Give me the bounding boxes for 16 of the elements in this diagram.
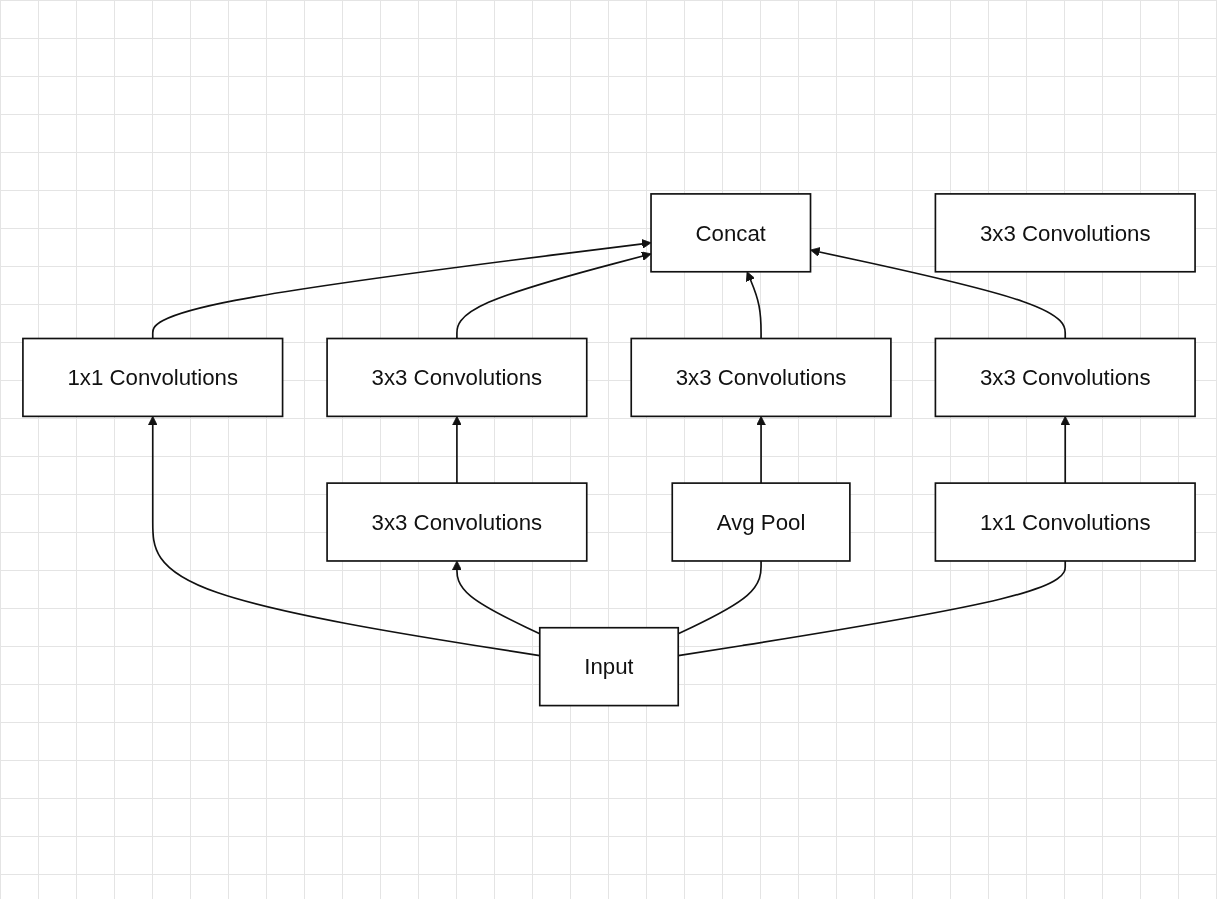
arrow [755, 415, 766, 484]
arrow [745, 271, 762, 340]
node-box: 3x3 Convolutions [325, 482, 588, 562]
node-box: 1x1 Convolutions [934, 482, 1196, 562]
node-box: Avg Pool [670, 482, 851, 562]
node-box: 1x1 Convolutions [21, 337, 283, 417]
node-box: 3x3 Convolutions [325, 337, 588, 417]
node-box: Input [538, 626, 679, 707]
arrow [151, 238, 651, 340]
node-box: Concat [649, 192, 811, 273]
node-box: 3x3 Convolutions [934, 192, 1196, 273]
arrow [455, 251, 651, 340]
arrow [1059, 415, 1070, 484]
arrow [451, 415, 462, 484]
node-box: 3x3 Convolutions [934, 337, 1196, 417]
node-box: 3x3 Convolutions [629, 337, 892, 417]
